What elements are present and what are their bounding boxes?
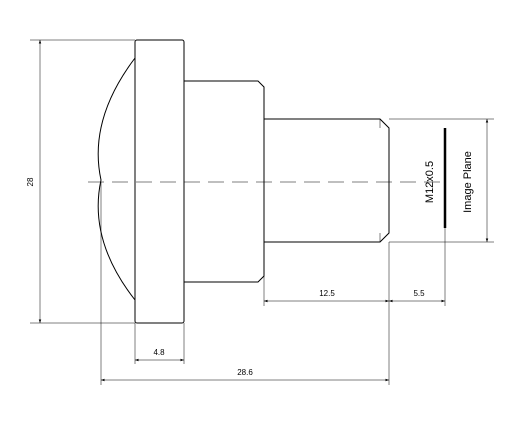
thread-label: M12x0.5: [424, 161, 436, 203]
image-plane-label: Image Plane: [462, 151, 474, 213]
dim-barrel-length-label: 12.5: [319, 289, 335, 298]
dim-overall-length: 28.6: [100, 182, 390, 385]
dim-back-focal: 5.5: [389, 228, 446, 306]
dim-flange-thickness-label: 4.8: [153, 348, 165, 357]
front-dome-outline: [97, 57, 136, 301]
threaded-barrel: [264, 118, 390, 243]
dim-overall-height-label: 28: [26, 177, 35, 186]
front-flange: [134, 39, 185, 324]
dim-overall-length-label: 28.6: [237, 368, 253, 377]
lens-body: [97, 39, 390, 324]
dim-barrel-length: 12.5: [263, 276, 389, 306]
dim-overall-height: 28: [26, 39, 135, 324]
dim-thread-height: [389, 118, 494, 243]
dim-flange-thickness: 4.8: [134, 323, 185, 364]
dim-back-focal-label: 5.5: [413, 289, 425, 298]
middle-body: [184, 80, 265, 283]
